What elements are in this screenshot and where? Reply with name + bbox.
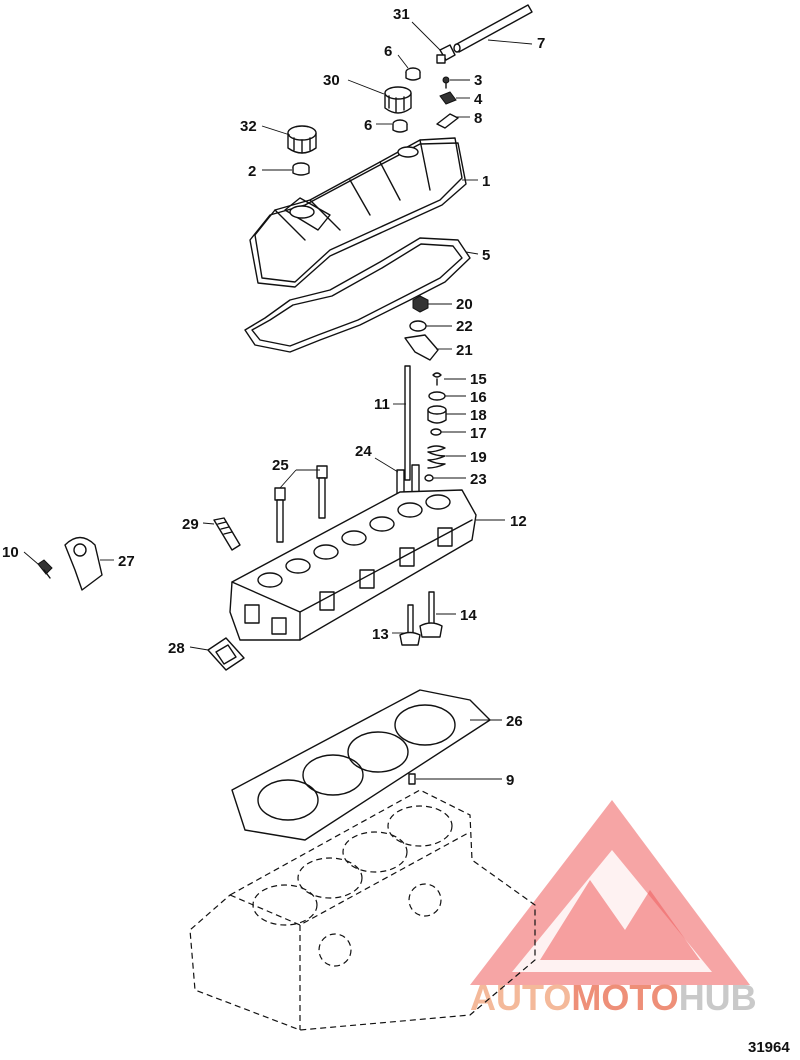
part-screw xyxy=(442,76,450,89)
callout-1: 1 xyxy=(482,173,490,190)
callout-27: 27 xyxy=(118,553,135,570)
figure-number: 31964 xyxy=(748,1039,790,1056)
part-spring-cap xyxy=(428,391,446,401)
part-grommet-lower xyxy=(392,119,408,133)
callout-11: 11 xyxy=(374,396,390,413)
watermark-part-auto: AUTO xyxy=(470,977,571,1018)
part-dowel-pin xyxy=(408,773,416,785)
part-shield xyxy=(430,428,442,436)
exhaust-ports xyxy=(244,527,453,635)
callout-30: 30 xyxy=(323,72,340,89)
callout-17: 17 xyxy=(470,425,487,442)
callout-22: 22 xyxy=(456,318,473,335)
part-valve-keepers xyxy=(432,372,442,386)
leader-lines xyxy=(23,21,533,780)
callout-26: 26 xyxy=(506,713,523,730)
part-lifting-eye xyxy=(64,536,103,591)
watermark-part-hub: HUB xyxy=(679,977,757,1018)
part-pcv-tube xyxy=(453,4,533,53)
callout-3: 3 xyxy=(474,72,482,89)
part-clamp xyxy=(439,91,457,105)
callout-4: 4 xyxy=(474,91,483,108)
part-rocker-nut xyxy=(412,295,429,313)
callout-32: 32 xyxy=(240,118,257,135)
part-engine-block-outline xyxy=(189,789,536,1031)
valve-pockets xyxy=(257,494,451,588)
callout-28: 28 xyxy=(168,640,185,657)
callout-10: 10 xyxy=(2,544,19,561)
callout-5: 5 xyxy=(482,247,490,264)
part-oil-filler-cap xyxy=(384,86,412,114)
part-breather-cap xyxy=(287,125,317,154)
callout-20: 20 xyxy=(456,296,473,313)
callout-labels: 31 7 6 30 3 4 8 32 6 2 1 5 20 22 21 15 1… xyxy=(2,6,545,789)
callout-9: 9 xyxy=(506,772,514,789)
part-valve-cover-gasket xyxy=(244,237,471,353)
callout-19: 19 xyxy=(470,449,487,466)
part-bolt-10 xyxy=(37,559,53,579)
part-grommet-2 xyxy=(292,162,310,176)
part-push-rod xyxy=(404,365,411,481)
part-bracket xyxy=(436,113,459,129)
callout-13: 13 xyxy=(372,626,389,643)
callout-23: 23 xyxy=(470,471,487,488)
part-exhaust-gasket xyxy=(207,637,245,671)
part-spark-plug xyxy=(213,517,241,551)
callout-29: 29 xyxy=(182,516,199,533)
part-head-gasket xyxy=(231,689,491,841)
callout-6-top: 6 xyxy=(384,43,392,60)
part-cylinder-head xyxy=(229,489,477,641)
part-oring xyxy=(424,474,434,482)
callout-24: 24 xyxy=(355,443,372,460)
callout-25: 25 xyxy=(272,457,289,474)
callout-2: 2 xyxy=(248,163,256,180)
watermark-logo: AUTOMOTOHUB xyxy=(470,800,757,1018)
callout-12: 12 xyxy=(510,513,527,530)
watermark-part-moto: MOTO xyxy=(571,977,678,1018)
part-valve-seal xyxy=(427,405,447,424)
part-valve-spring xyxy=(427,445,446,469)
callout-18: 18 xyxy=(470,407,487,424)
part-intake-valve xyxy=(399,604,421,646)
part-valve-cover xyxy=(249,137,467,288)
part-head-bolts xyxy=(274,465,328,543)
callout-15: 15 xyxy=(470,371,487,388)
part-rocker-ball xyxy=(409,320,427,332)
watermark-text: AUTOMOTOHUB xyxy=(470,977,757,1018)
callout-8: 8 xyxy=(474,110,482,127)
callout-14: 14 xyxy=(460,607,477,624)
callout-31: 31 xyxy=(393,6,410,23)
callout-21: 21 xyxy=(456,342,473,359)
part-exhaust-valve xyxy=(419,591,443,638)
part-rocker-arm xyxy=(404,334,439,361)
callout-7: 7 xyxy=(537,35,545,52)
part-grommet-top xyxy=(405,67,421,81)
callout-6-lower: 6 xyxy=(364,117,372,134)
callout-16: 16 xyxy=(470,389,487,406)
part-elbow-fitting xyxy=(436,44,456,64)
